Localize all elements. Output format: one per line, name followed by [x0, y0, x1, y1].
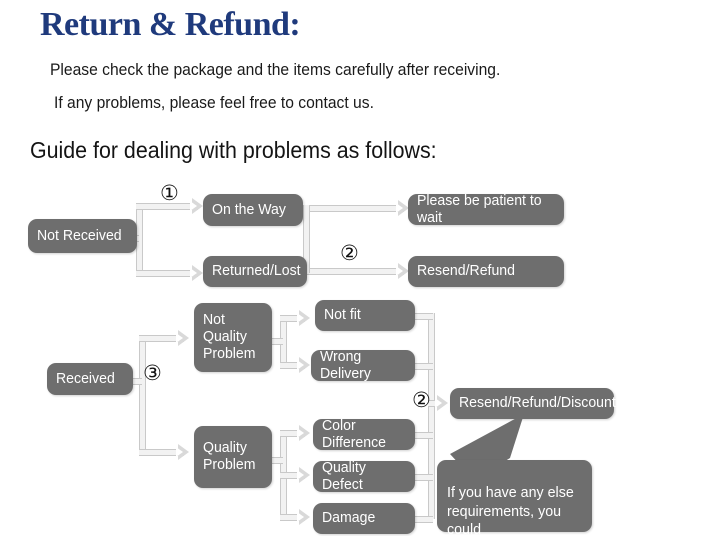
- node-quality-defect-label: Quality Defect: [322, 458, 366, 493]
- intro-line-2: If any problems, please feel free to con…: [54, 93, 374, 112]
- node-received-label: Received: [56, 369, 115, 387]
- connector-quality-to-quality-defect: [280, 472, 305, 479]
- connector-quality-to-damage: [280, 514, 305, 521]
- arrow-to-color-difference: [297, 425, 310, 441]
- node-not-received-label: Not Received: [37, 226, 122, 244]
- arrow-to-not-fit: [297, 310, 310, 326]
- connector-received-spine: [139, 335, 146, 452]
- connector-wrong-delivery-to-collector: [415, 363, 433, 370]
- node-returned-lost[interactable]: Returned/Lost: [203, 256, 307, 287]
- node-not-received[interactable]: Not Received: [28, 219, 137, 253]
- connector-received-to-quality: [139, 449, 184, 456]
- step-marker-2-bottom: ②: [412, 388, 431, 412]
- arrow-to-damage: [297, 509, 310, 525]
- callout-bubble[interactable]: If you have any else requirements, you c…: [437, 460, 592, 536]
- node-returned-lost-label: Returned/Lost: [212, 262, 301, 280]
- node-not-fit[interactable]: Not fit: [315, 300, 415, 331]
- connector-received-to-not-quality: [139, 335, 184, 342]
- intro-line-1: Please check the package and the items c…: [50, 60, 501, 79]
- node-resend-refund-label: Resend/Refund: [417, 262, 515, 280]
- node-please-be-patient-label: Please be patient to wait: [417, 191, 542, 226]
- arrow-to-not-quality-problem: [176, 330, 189, 346]
- connector-quality-defect-to-collector: [415, 474, 433, 481]
- node-not-quality-problem-label: Not Quality Problem: [203, 311, 256, 362]
- node-received[interactable]: Received: [47, 363, 133, 395]
- node-please-be-patient-to-wait[interactable]: Please be patient to wait: [408, 191, 564, 226]
- step-marker-1: ①: [160, 181, 179, 205]
- connector-not-quality-to-not-fit: [280, 315, 305, 322]
- node-quality-problem[interactable]: Quality Problem: [194, 426, 272, 488]
- arrow-to-on-the-way: [190, 198, 203, 214]
- connector-damage-to-collector: [415, 516, 433, 523]
- connector-not-quality-to-wrong-delivery: [280, 362, 305, 369]
- connector-received-stub: [133, 378, 142, 385]
- connector-quality-stub: [272, 457, 283, 464]
- node-quality-problem-label: Quality Problem: [203, 439, 256, 473]
- arrow-to-resend-refund: [396, 263, 409, 279]
- node-damage[interactable]: Damage: [313, 503, 415, 534]
- node-damage-label: Damage: [322, 509, 376, 527]
- node-not-quality-problem[interactable]: Not Quality Problem: [194, 303, 272, 372]
- connector-not-quality-stub: [272, 338, 283, 345]
- node-not-fit-label: Not fit: [324, 306, 361, 324]
- node-color-difference[interactable]: Color Difference: [313, 416, 415, 451]
- arrow-to-resend-refund-discount: [435, 395, 448, 411]
- arrow-to-wrong-delivery: [297, 357, 310, 373]
- connector-collector-spine: [428, 313, 435, 519]
- connector-not-received-right-spine: [303, 205, 310, 273]
- connector-on-the-way-to-patient: [300, 205, 404, 212]
- node-color-difference-label: Color Difference: [322, 416, 387, 451]
- connector-color-difference-to-collector: [415, 432, 433, 439]
- node-resend-refund-discount[interactable]: Resend/Refund/Discount: [450, 388, 616, 419]
- connector-returned-lost-to-resend: [307, 268, 404, 275]
- connector-not-received-to-on-the-way: [136, 203, 198, 210]
- node-resend-refund[interactable]: Resend/Refund: [408, 256, 564, 287]
- page-title: Return & Refund:: [40, 6, 301, 43]
- node-wrong-delivery[interactable]: Wrong Delivery: [311, 347, 415, 382]
- guide-heading: Guide for dealing with problems as follo…: [30, 137, 437, 163]
- node-wrong-delivery-label: Wrong Delivery: [320, 347, 371, 382]
- connector-quality-to-color-difference: [280, 430, 305, 437]
- node-resend-refund-discount-label: Resend/Refund/Discount: [459, 394, 616, 412]
- connector-not-fit-to-collector: [415, 313, 433, 320]
- arrow-to-quality-defect: [297, 467, 310, 483]
- step-marker-3: ③: [143, 361, 162, 385]
- node-on-the-way-label: On the Way: [212, 200, 286, 218]
- connector-not-received-to-returned-lost: [136, 270, 198, 277]
- node-on-the-way[interactable]: On the Way: [203, 194, 303, 226]
- step-marker-2-top: ②: [340, 241, 359, 265]
- arrow-to-returned-lost: [190, 265, 203, 281]
- arrow-to-quality-problem: [176, 444, 189, 460]
- callout-text: If you have any else requirements, you c…: [447, 484, 574, 536]
- arrow-to-patient: [396, 200, 409, 216]
- node-quality-defect[interactable]: Quality Defect: [313, 458, 415, 493]
